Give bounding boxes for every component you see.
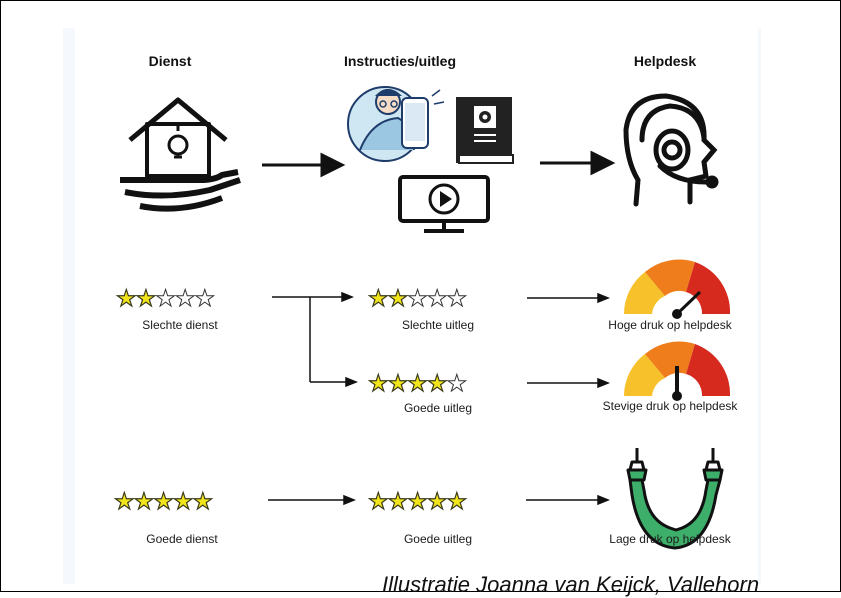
illustration-credit: Illustratie Joanna van Keijck, Vallehorn bbox=[382, 572, 760, 597]
gauge-medium-icon bbox=[624, 341, 731, 401]
flow-arrow-row3-right bbox=[526, 494, 611, 506]
video-monitor-icon bbox=[398, 175, 490, 233]
house-with-lightbulb-on-hand-icon bbox=[120, 97, 241, 212]
header-instructies: Instructies/uitleg bbox=[343, 53, 457, 69]
flow-arrow-header-2 bbox=[540, 150, 616, 176]
rating-stars-bad-service: ★★★★★ bbox=[115, 285, 215, 311]
flow-arrow-header-1 bbox=[262, 152, 346, 178]
rating-stars-good-service: ★★★★★ bbox=[113, 488, 213, 514]
gauge-high-icon bbox=[624, 259, 731, 319]
label-good-instructions-row2: Goede uitleg bbox=[403, 401, 473, 415]
rating-stars-good-instructions-row3: ★★★★★ bbox=[367, 488, 467, 514]
label-good-service: Goede dienst bbox=[146, 532, 218, 546]
flow-arrow-row3-left bbox=[268, 494, 357, 506]
header-helpdesk: Helpdesk bbox=[633, 53, 697, 69]
label-medium-pressure: Stevige druk op helpdesk bbox=[602, 399, 738, 413]
flow-arrow-bad-service-split bbox=[272, 291, 359, 388]
flow-arrow-row2-right bbox=[527, 377, 611, 389]
relieved-pressure-icon bbox=[626, 448, 724, 550]
person-with-phone-icon bbox=[347, 86, 445, 162]
manual-book-icon bbox=[456, 97, 514, 164]
label-good-instructions-row3: Goede uitleg bbox=[403, 532, 473, 546]
label-bad-service: Slechte dienst bbox=[142, 318, 218, 332]
label-low-pressure: Lage druk op helpdesk bbox=[609, 532, 731, 546]
rating-stars-bad-instructions: ★★★★★ bbox=[367, 285, 467, 311]
headset-agent-icon bbox=[623, 93, 719, 207]
flow-arrow-row1-right bbox=[527, 292, 611, 304]
label-bad-instructions: Slechte uitleg bbox=[401, 318, 475, 332]
label-high-pressure: Hoge druk op helpdesk bbox=[608, 318, 732, 332]
rating-stars-good-instructions-row2: ★★★★★ bbox=[367, 370, 467, 396]
header-dienst: Dienst bbox=[148, 53, 192, 69]
